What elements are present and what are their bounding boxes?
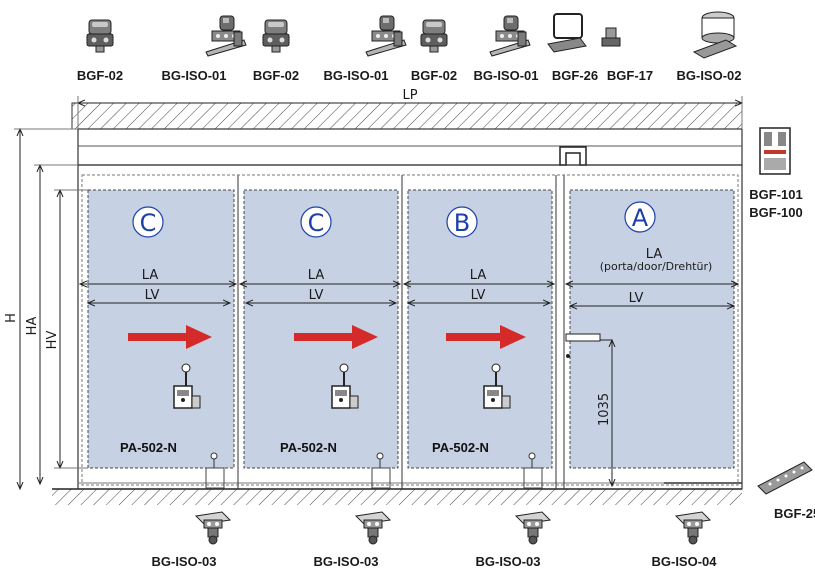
- lv-dimension-door: LV: [570, 291, 734, 306]
- svg-text:C: C: [308, 209, 325, 237]
- bg-iso-03-part-icon: [355, 511, 391, 545]
- svg-text:LA: LA: [646, 247, 663, 262]
- svg-text:(porta/door/Drehtür): (porta/door/Drehtür): [600, 260, 713, 273]
- floor-part-label: BGF-25: [774, 506, 815, 521]
- part-label: BG-ISO-03: [313, 554, 378, 569]
- ceiling-hatch: [71, 102, 743, 130]
- part-label: BGF-02: [253, 68, 299, 83]
- svg-text:HA: HA: [25, 317, 40, 336]
- part-label: BG-ISO-01: [473, 68, 538, 83]
- panel-letter-c1: C: [132, 206, 164, 238]
- bgf-02-part-icon: [86, 19, 114, 53]
- bg-iso-01-part-icon: [489, 15, 531, 57]
- lv-dimension-2: LV: [246, 288, 396, 303]
- bgf-17-part-icon: [601, 27, 621, 47]
- part-label: BG-ISO-01: [323, 68, 388, 83]
- svg-text:A: A: [632, 204, 649, 232]
- svg-text:LA: LA: [142, 268, 159, 283]
- svg-text:H: H: [4, 313, 19, 323]
- svg-text:1035: 1035: [597, 393, 612, 426]
- part-label: BGF-02: [411, 68, 457, 83]
- handle-height-dimension: 1035: [597, 340, 612, 486]
- profile-bottom-label: BGF-100: [749, 205, 802, 220]
- slide-arrow-3: [446, 325, 526, 349]
- panel-c1: [87, 189, 235, 469]
- svg-text:LP: LP: [402, 88, 417, 103]
- panel-code-2: PA-502-N: [280, 440, 337, 455]
- panel-code-1: PA-502-N: [120, 440, 177, 455]
- top-track: [77, 128, 743, 166]
- svg-text:B: B: [454, 209, 470, 237]
- part-label: BGF-17: [607, 68, 653, 83]
- door-handle: [565, 333, 601, 358]
- svg-text:LA: LA: [308, 268, 325, 283]
- svg-text:LA: LA: [470, 268, 487, 283]
- floor-hatch: [52, 489, 742, 505]
- la-dimension-door: LA (porta/door/Drehtür): [566, 247, 738, 284]
- panel-b: [407, 189, 553, 469]
- svg-text:LV: LV: [309, 288, 324, 303]
- panel-letter-a: A: [624, 201, 656, 233]
- profile-top-label: BGF-101: [749, 187, 802, 202]
- bg-iso-02-part-icon: [692, 11, 738, 59]
- h-dimension: H: [4, 129, 78, 489]
- part-label: BG-ISO-03: [475, 554, 540, 569]
- part-label: BG-ISO-01: [161, 68, 226, 83]
- svg-text:LV: LV: [629, 291, 644, 306]
- panel-letter-c2: C: [300, 206, 332, 238]
- part-label: BG-ISO-03: [151, 554, 216, 569]
- ha-dimension: HA: [25, 165, 78, 484]
- part-label: BGF-02: [77, 68, 123, 83]
- bg-iso-03-part-icon: [195, 511, 231, 545]
- part-label: BG-ISO-04: [651, 554, 717, 569]
- svg-text:HV: HV: [45, 331, 60, 350]
- door-frame: [77, 164, 743, 490]
- lv-dimension-1: LV: [88, 288, 230, 303]
- la-dimension-1: LA: [80, 268, 236, 284]
- slide-arrow-1: [128, 325, 212, 349]
- bg-iso-01-part-icon: [205, 15, 247, 57]
- lv-dimension-3: LV: [408, 288, 550, 303]
- hv-dimension: HV: [45, 190, 88, 468]
- bgf-26-part-icon: [547, 13, 587, 53]
- part-label: BGF-26: [552, 68, 598, 83]
- bg-iso-03-part-icon: [515, 511, 551, 545]
- lp-dimension: LP: [78, 88, 742, 129]
- bgf-02-part-icon: [262, 19, 290, 53]
- svg-text:LV: LV: [145, 288, 160, 303]
- la-dimension-2: LA: [240, 268, 400, 284]
- panel-letter-b: B: [446, 206, 478, 238]
- slide-arrow-2: [294, 325, 378, 349]
- bg-iso-01-part-icon: [365, 15, 407, 57]
- la-dimension-3: LA: [404, 268, 554, 284]
- bg-iso-04-part-icon: [675, 511, 711, 545]
- svg-text:LV: LV: [471, 288, 486, 303]
- svg-text:C: C: [140, 209, 157, 237]
- panel-a: [569, 189, 735, 469]
- bgf-101-profile-icon: [759, 127, 791, 175]
- bgf-02-part-icon: [420, 19, 448, 53]
- panel-code-3: PA-502-N: [432, 440, 489, 455]
- part-label: BG-ISO-02: [676, 68, 741, 83]
- bgf-25-part-icon: [757, 461, 813, 495]
